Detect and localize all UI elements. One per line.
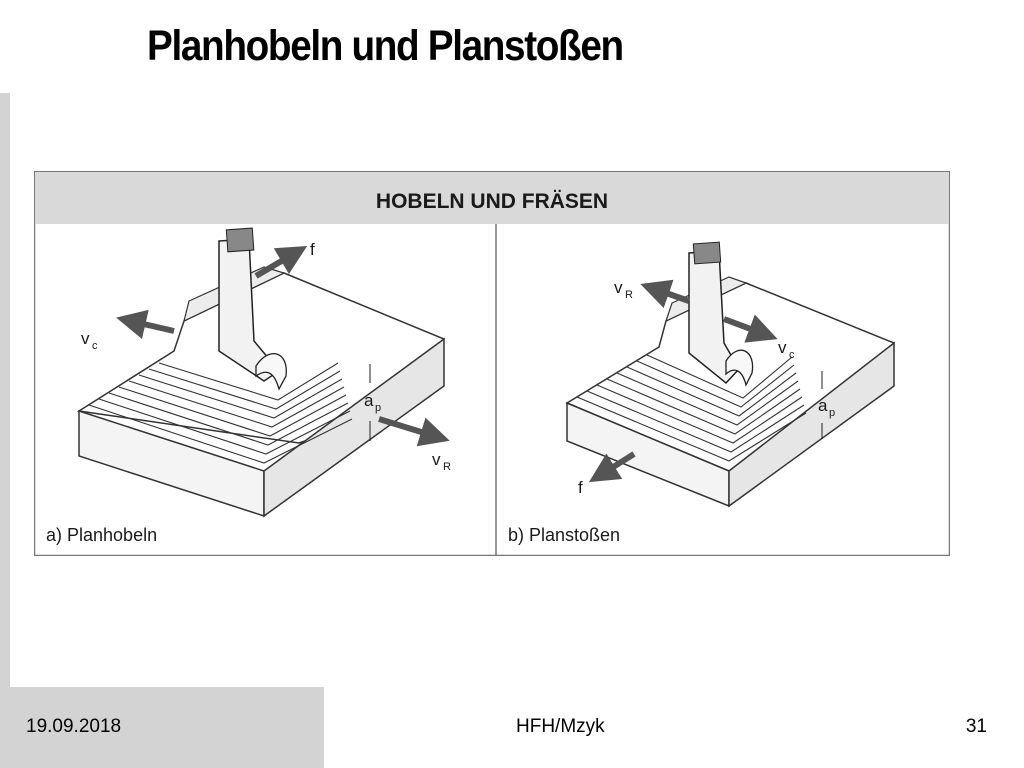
panel-a-planhobeln: f v c a p v R a) Planhobeln bbox=[46, 227, 451, 545]
machined-grooves bbox=[88, 362, 353, 464]
footer-accent-box bbox=[0, 687, 324, 768]
tool-section bbox=[225, 227, 255, 253]
label-v: v bbox=[432, 450, 441, 469]
caption-a: a) Planhobeln bbox=[46, 525, 157, 545]
caption-b: b) Planstoßen bbox=[508, 525, 620, 545]
tool-section bbox=[692, 241, 722, 265]
label-ap-sub: p bbox=[375, 402, 381, 414]
tool-cutting-edge bbox=[725, 349, 754, 387]
label-vr-sub: R bbox=[625, 289, 633, 301]
label-vc-sub: c bbox=[92, 340, 98, 352]
label-f: f bbox=[310, 240, 315, 259]
figure-header-band bbox=[35, 172, 949, 224]
label-v: v bbox=[81, 329, 90, 348]
footer-date: 19.09.2018 bbox=[26, 716, 122, 737]
label-v: v bbox=[614, 278, 623, 297]
label-vc-sub: c bbox=[789, 349, 795, 361]
left-accent-bar bbox=[0, 93, 10, 687]
workpiece-side bbox=[263, 337, 445, 518]
machined-grooves bbox=[576, 354, 807, 462]
workpiece-side bbox=[728, 341, 895, 508]
return-speed-arrow-vr bbox=[640, 279, 690, 309]
feed-arrow-f bbox=[588, 451, 636, 483]
label-ap-sub: p bbox=[829, 407, 835, 419]
figure-header: HOBELN UND FRÄSEN bbox=[376, 190, 608, 213]
planing-figure: HOBELN UND FRÄSEN bbox=[34, 171, 950, 556]
footer-author: HFH/Mzyk bbox=[516, 716, 605, 737]
cutting-speed-arrow-vc bbox=[722, 314, 778, 343]
label-a: a bbox=[364, 391, 374, 410]
feed-arrow-f bbox=[254, 245, 308, 279]
panel-b-planstossen: v R v c a p f b) Planstoßen bbox=[508, 241, 896, 545]
label-a: a bbox=[818, 396, 828, 415]
label-v: v bbox=[778, 338, 787, 357]
tool-cutting-edge bbox=[255, 353, 287, 391]
label-f: f bbox=[578, 478, 583, 497]
slide-title: Planhobeln und Planstoßen bbox=[147, 22, 624, 70]
cutting-speed-arrow-vc bbox=[116, 309, 175, 340]
page-number: 31 bbox=[965, 716, 987, 737]
return-speed-arrow-vr bbox=[378, 416, 450, 447]
label-vr-sub: R bbox=[443, 461, 451, 473]
